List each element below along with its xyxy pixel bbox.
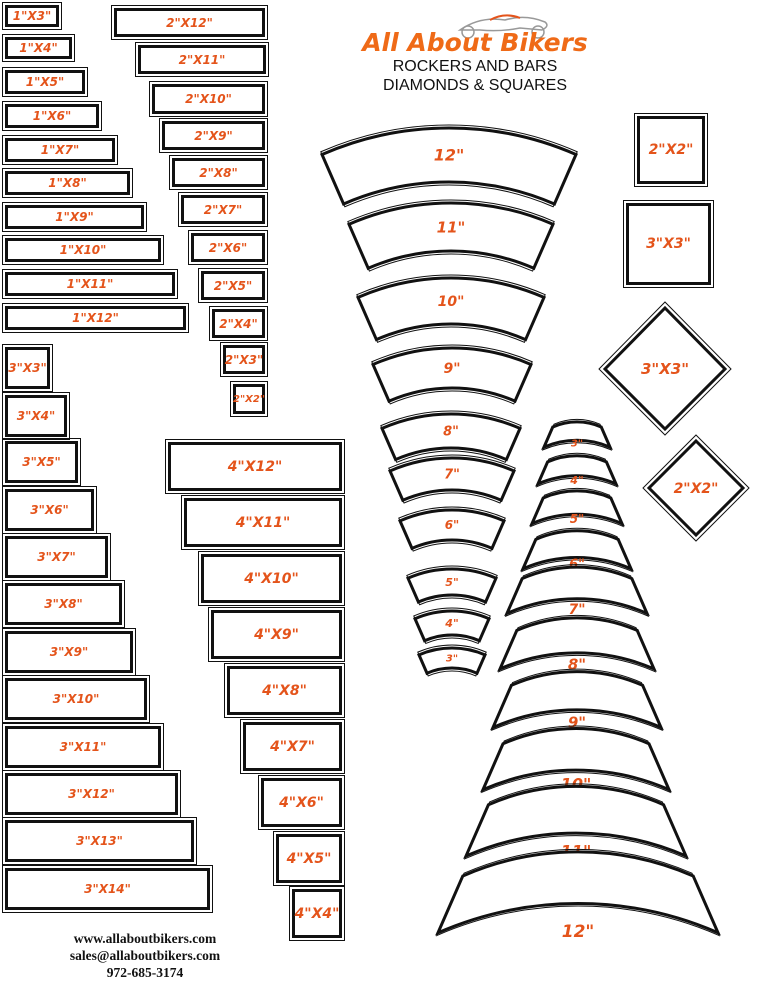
top-rocker-4: 8" bbox=[380, 410, 522, 463]
top-rocker-4-label: 8" bbox=[443, 425, 459, 440]
bar-3x12: 3"X12" bbox=[2, 770, 181, 818]
top-rocker-2: 10" bbox=[356, 274, 546, 343]
bottom-rocker-4: 7" bbox=[504, 564, 650, 618]
bar-2x8: 2"X8" bbox=[169, 155, 268, 190]
bar-3x5: 3"X5" bbox=[2, 438, 81, 486]
top-rocker-8-label: 4" bbox=[444, 617, 458, 630]
bar-2x12: 2"X12" bbox=[111, 5, 268, 40]
top-rocker-6-label: 6" bbox=[445, 518, 460, 532]
subtitle-line-1: ROCKERS AND BARS bbox=[392, 58, 558, 75]
top-rocker-8: 4" bbox=[413, 607, 491, 645]
diamond-3x3-label: 3"X3" bbox=[641, 360, 689, 378]
top-rocker-9-label: 3" bbox=[446, 654, 458, 665]
bar-3x9: 3"X9" bbox=[2, 628, 136, 676]
bar-4x8: 4"X8" bbox=[224, 663, 345, 718]
top-rocker-7-label: 5" bbox=[445, 576, 458, 589]
bar-4x10: 4"X10" bbox=[198, 551, 345, 606]
motorcycle-icon bbox=[457, 14, 548, 39]
bottom-rocker-0-label: 3" bbox=[571, 439, 583, 450]
top-rocker-0: 12" bbox=[320, 124, 578, 208]
bottom-rocker-6-label: 9" bbox=[568, 713, 586, 731]
bar-4x5: 4"X5" bbox=[273, 831, 345, 886]
subtitle-line-2: DIAMONDS & SQUARES bbox=[382, 77, 568, 94]
bar-1x7: 1"X7" bbox=[2, 135, 118, 165]
bar-4x6: 4"X6" bbox=[258, 775, 345, 830]
bar-1x12: 1"X12" bbox=[2, 303, 189, 333]
bar-4x7: 4"X7" bbox=[240, 719, 345, 774]
bar-2x4: 2"X4" bbox=[209, 306, 268, 341]
bottom-rocker-1-label: 4" bbox=[569, 474, 583, 487]
bar-3x8: 3"X8" bbox=[2, 580, 125, 628]
top-rocker-5-label: 7" bbox=[444, 468, 460, 483]
top-rocker-2-label: 10" bbox=[438, 294, 465, 310]
bar-3x4: 3"X4" bbox=[2, 392, 70, 440]
top-rockers: 12" 11" 10" 9" 8" 7" 6" 5" 4" 3" bbox=[320, 124, 578, 677]
bottom-rockers: 3"4"5"6"7"8"9"10"11"12" bbox=[435, 418, 721, 942]
bottom-rocker-6: 9" bbox=[490, 668, 664, 731]
bar-4x11: 4"X11" bbox=[181, 495, 345, 550]
bar-1x5: 1"X5" bbox=[2, 67, 88, 97]
contact-info: www.allaboutbikers.com sales@allaboutbik… bbox=[55, 930, 235, 981]
bar-4x12: 4"X12" bbox=[165, 439, 345, 494]
bar-2x6: 2"X6" bbox=[188, 230, 268, 265]
bottom-rocker-0: 3" bbox=[541, 418, 613, 451]
bottom-rocker-4-label: 7" bbox=[568, 602, 585, 618]
diamond-3x3: 3"X3" bbox=[598, 301, 732, 436]
bar-3x3: 3"X3" bbox=[2, 344, 53, 392]
top-rocker-6: 6" bbox=[398, 506, 506, 552]
bottom-rocker-5: 8" bbox=[497, 614, 657, 673]
bar-2x7: 2"X7" bbox=[178, 192, 268, 227]
top-rocker-1-label: 11" bbox=[437, 218, 466, 236]
bar-1x10: 1"X10" bbox=[2, 235, 164, 265]
bottom-rocker-2-label: 5" bbox=[570, 512, 585, 526]
bar-2x2: 2"X2" bbox=[230, 381, 268, 417]
bar-3x10: 3"X10" bbox=[2, 675, 150, 723]
bar-2x5: 2"X5" bbox=[198, 268, 268, 303]
bar-2x11: 2"X11" bbox=[135, 42, 269, 77]
bar-3x6: 3"X6" bbox=[2, 486, 97, 534]
diamond-2x2: 2"X2" bbox=[642, 434, 750, 542]
bottom-rocker-9: 12" bbox=[435, 848, 721, 942]
top-rocker-7: 5" bbox=[406, 565, 498, 606]
website-link[interactable]: www.allaboutbikers.com bbox=[73, 931, 217, 946]
bar-1x6: 1"X6" bbox=[2, 101, 102, 131]
bar-1x8: 1"X8" bbox=[2, 168, 133, 198]
bar-3x11: 3"X11" bbox=[2, 723, 164, 771]
bar-1x11: 1"X11" bbox=[2, 269, 178, 299]
top-rocker-0-label: 12" bbox=[434, 146, 465, 165]
top-rocker-5: 7" bbox=[388, 454, 516, 504]
bar-3x13: 3"X13" bbox=[2, 817, 197, 865]
bar-2x3: 2"X3" bbox=[220, 342, 268, 377]
top-rocker-9: 3" bbox=[417, 644, 487, 677]
square-2x2: 2"X2" bbox=[634, 113, 708, 187]
bottom-rocker-1: 4" bbox=[535, 452, 619, 488]
bar-4x4: 4"X4" bbox=[289, 886, 345, 941]
bottom-rocker-2: 5" bbox=[529, 487, 625, 528]
top-rocker-3: 9" bbox=[371, 344, 533, 405]
header: All About Bikers ROCKERS AND BARS DIAMON… bbox=[335, 8, 615, 95]
diamond-2x2-label: 2"X2" bbox=[674, 481, 719, 497]
bar-2x10: 2"X10" bbox=[149, 81, 268, 117]
square-3x3: 3"X3" bbox=[623, 200, 714, 288]
bar-1x9: 1"X9" bbox=[2, 202, 147, 232]
bar-4x9: 4"X9" bbox=[208, 607, 345, 662]
email-link[interactable]: sales@allaboutbikers.com bbox=[69, 948, 221, 963]
bar-1x4: 1"X4" bbox=[2, 34, 75, 62]
bar-1x3: 1"X3" bbox=[2, 2, 62, 30]
bar-3x7: 3"X7" bbox=[2, 533, 111, 581]
brand-logo: All About Bikers bbox=[362, 28, 588, 57]
top-rocker-1: 11" bbox=[347, 199, 555, 272]
top-rocker-3-label: 9" bbox=[443, 361, 460, 377]
bottom-rocker-9-label: 12" bbox=[562, 922, 595, 942]
phone-number: 972-685-3174 bbox=[106, 965, 184, 980]
bar-3x14: 3"X14" bbox=[2, 865, 213, 913]
bar-2x9: 2"X9" bbox=[159, 118, 268, 153]
